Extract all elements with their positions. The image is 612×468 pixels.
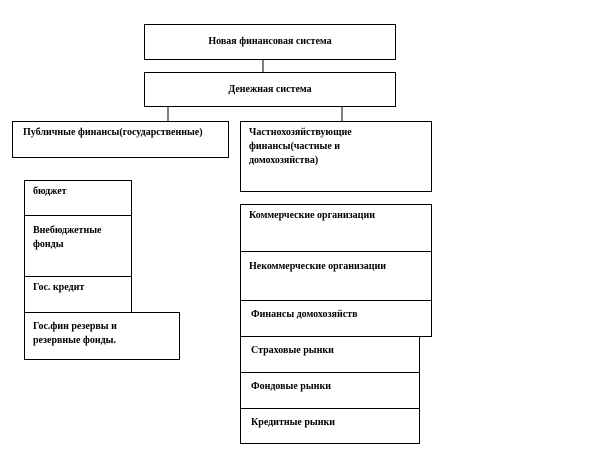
new-financial-system-label: Новая финансовая система [208,36,332,47]
insurance-markets-label: Страховые рынки [251,345,334,356]
stock-markets-box: Фондовые рынки [240,372,420,409]
state-credit-box: Гос. кредит [24,276,132,313]
new-financial-system-box: Новая финансовая система [144,24,396,60]
offbudget-funds-box: Внебюджетные фонды [24,215,132,277]
reserves-label: Гос.фин резервы и резервные фонды. [33,321,117,346]
household-finance-label: Финансы домохозяйств [251,309,358,320]
private-finance-label: Частнохозяйствующие финансы(частные и до… [249,127,352,166]
commercial-orgs-label: Коммерческие организации [249,210,375,221]
noncommercial-orgs-box: Некоммерческие организации [240,251,432,301]
credit-markets-label: Кредитные рынки [251,417,336,428]
public-finance-box: Публичные финансы(государственные) [12,121,229,158]
credit-markets-box: Кредитные рынки [240,408,420,444]
commercial-orgs-box: Коммерческие организации [240,204,432,252]
household-finance-box: Финансы домохозяйств [240,300,432,337]
state-credit-label: Гос. кредит [33,282,85,293]
noncommercial-orgs-label: Некоммерческие организации [249,261,387,272]
private-finance-box: Частнохозяйствующие финансы(частные и до… [240,121,432,192]
offbudget-funds-label: Внебюджетные фонды [33,225,102,250]
insurance-markets-box: Страховые рынки [240,336,420,373]
money-system-label: Денежная система [228,83,312,95]
stock-markets-label: Фондовые рынки [251,381,331,392]
reserves-box: Гос.фин резервы и резервные фонды. [24,312,180,360]
money-system-box: Денежная система [144,72,396,107]
public-finance-label: Публичные финансы(государственные) [23,127,203,138]
budget-box: бюджет [24,180,132,216]
budget-label: бюджет [33,186,67,197]
